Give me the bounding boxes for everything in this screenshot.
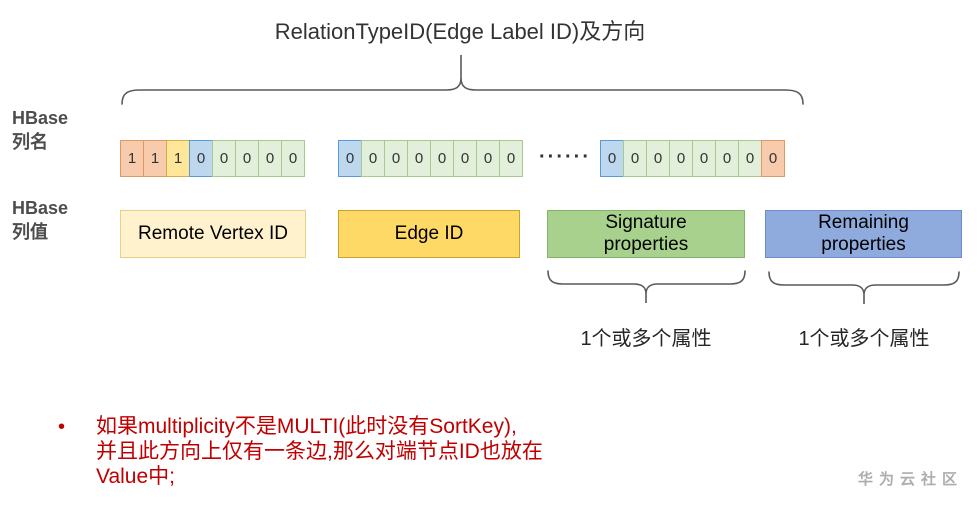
signature-under-brace <box>547 270 746 303</box>
hbase-bit-cell: 0 <box>738 140 762 177</box>
row-label-line: HBase <box>12 198 69 218</box>
huawei-cloud-community-watermark: 华为云社区 <box>857 471 963 488</box>
hbase-bit-cell: 1 <box>166 140 190 177</box>
note-block: • 如果multiplicity不是MULTI(此时没有SortKey), 并且… <box>58 414 543 490</box>
note-line: 如果multiplicity不是MULTI(此时没有SortKey), <box>96 415 517 438</box>
note-line: Value中; <box>96 465 175 489</box>
hbase-bit-cell: 0 <box>189 140 213 177</box>
remaining-under-brace <box>768 271 960 304</box>
value-box-signature-properties: Signature properties <box>547 210 745 258</box>
row-label-line: HBase <box>12 108 69 128</box>
hbase-bit-cell: 0 <box>715 140 739 177</box>
hbase-bit-cell: 0 <box>646 140 670 177</box>
row-label-hbase-column-name: HBase 列名 <box>12 106 68 155</box>
value-box-label: Remote Vertex ID <box>138 223 288 245</box>
hbase-bit-cell: 0 <box>407 140 431 177</box>
value-box-remaining-properties: Remaining properties <box>765 210 962 258</box>
hbase-bit-cell: 0 <box>499 140 523 177</box>
hbase-bit-cell: 0 <box>361 140 385 177</box>
hbase-bit-cell: 0 <box>476 140 500 177</box>
hbase-bit-cell: 1 <box>120 140 144 177</box>
hbase-bit-cell: 0 <box>384 140 408 177</box>
hbase-bit-cell: 0 <box>453 140 477 177</box>
ellipsis-dots: ······ <box>539 146 591 168</box>
value-box-edge-id: Edge ID <box>338 210 520 258</box>
row-label-line: 列值 <box>12 222 48 243</box>
value-box-label: Signature properties <box>603 212 689 255</box>
value-box-label: Edge ID <box>394 223 464 245</box>
hbase-bit-cell: 1 <box>143 140 167 177</box>
row-label-hbase-column-value: HBase 列值 <box>12 196 68 245</box>
hbase-bit-cell: 0 <box>623 140 647 177</box>
note-line: 并且此方向上仅有一条边,那么对端节点ID也放在 <box>96 440 543 464</box>
bullet-icon: • <box>58 416 66 438</box>
top-brace <box>121 55 804 105</box>
hbase-bit-cell: 0 <box>600 140 624 177</box>
remaining-brace-label: 1个或多个属性 <box>798 328 930 350</box>
value-box-label: Remaining properties <box>818 212 909 255</box>
hbase-bit-cell: 0 <box>235 140 259 177</box>
hbase-bit-cell: 0 <box>761 140 785 177</box>
hbase-bit-cell: 0 <box>338 140 362 177</box>
signature-brace-label: 1个或多个属性 <box>580 328 712 350</box>
hbase-bit-cell: 0 <box>281 140 305 177</box>
hbase-bit-cell: 0 <box>692 140 716 177</box>
hbase-bit-cell: 0 <box>430 140 454 177</box>
hbase-bit-cell: 0 <box>258 140 282 177</box>
hbase-bit-cell: 0 <box>669 140 693 177</box>
row-label-line: 列名 <box>12 132 48 153</box>
value-box-remote-vertex-id: Remote Vertex ID <box>120 210 306 258</box>
hbase-bit-cell: 0 <box>212 140 236 177</box>
diagram-title: RelationTypeID(Edge Label ID)及方向 <box>274 19 646 44</box>
